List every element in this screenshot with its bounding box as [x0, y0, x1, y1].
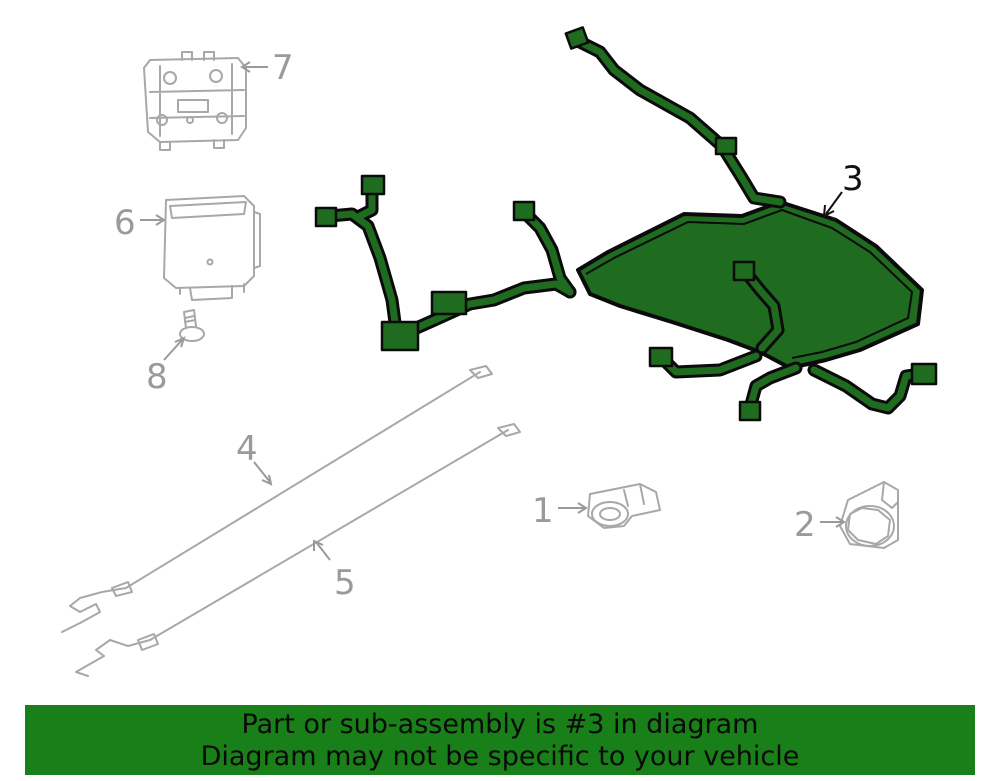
- harness-connector: [714, 136, 738, 156]
- leader-8: [163, 339, 183, 361]
- harness-connector: [314, 206, 338, 228]
- leader-1-arrow: [577, 502, 588, 514]
- leader-3-arrow: [822, 204, 835, 218]
- leader-4: [253, 461, 271, 483]
- callout-2[interactable]: 2: [794, 505, 816, 545]
- callout-5[interactable]: 5: [334, 563, 356, 603]
- callout-6[interactable]: 6: [114, 203, 136, 243]
- leader-5-arrow: [313, 539, 324, 551]
- part-1-sensor[interactable]: [587, 483, 661, 529]
- leader-8-arrow: [174, 336, 186, 348]
- leader-3: [825, 191, 843, 215]
- leader-6-arrow: [155, 214, 166, 226]
- parts-diagram: 7 6 8 4 5 1: [61, 26, 938, 677]
- harness-connector: [648, 346, 674, 368]
- leader-2-arrow: [835, 516, 846, 528]
- info-banner: Part or sub-assembly is #3 in diagram Di…: [25, 705, 975, 775]
- harness-connector: [910, 362, 938, 386]
- callout-3[interactable]: 3: [842, 159, 864, 199]
- harness-connector: [732, 260, 756, 282]
- harness-connector: [512, 200, 536, 222]
- harness-connector: [564, 26, 590, 50]
- part-2-sensor[interactable]: [839, 481, 899, 549]
- banner-line-2: Diagram may not be specific to your vehi…: [200, 741, 800, 772]
- part-6-control-module[interactable]: [163, 195, 261, 301]
- harness-connector: [738, 400, 762, 422]
- callout-7[interactable]: 7: [272, 48, 294, 88]
- callout-1[interactable]: 1: [532, 491, 554, 531]
- leader-7-arrow: [240, 61, 251, 73]
- part-4-cable[interactable]: [61, 365, 493, 633]
- leader-5: [315, 541, 331, 561]
- leader-4-arrow: [261, 474, 273, 486]
- callout-8[interactable]: 8: [146, 357, 168, 397]
- part-8-screw[interactable]: [179, 309, 205, 342]
- part-7-bracket[interactable]: [143, 51, 247, 151]
- harness-connector: [380, 320, 420, 352]
- harness-connector: [430, 290, 468, 316]
- harness-connector: [360, 174, 386, 196]
- part-3-wiring-harness[interactable]: [314, 26, 938, 422]
- banner-line-1: Part or sub-assembly is #3 in diagram: [241, 709, 759, 740]
- callout-4[interactable]: 4: [236, 429, 258, 469]
- part-5-cable[interactable]: [75, 423, 521, 677]
